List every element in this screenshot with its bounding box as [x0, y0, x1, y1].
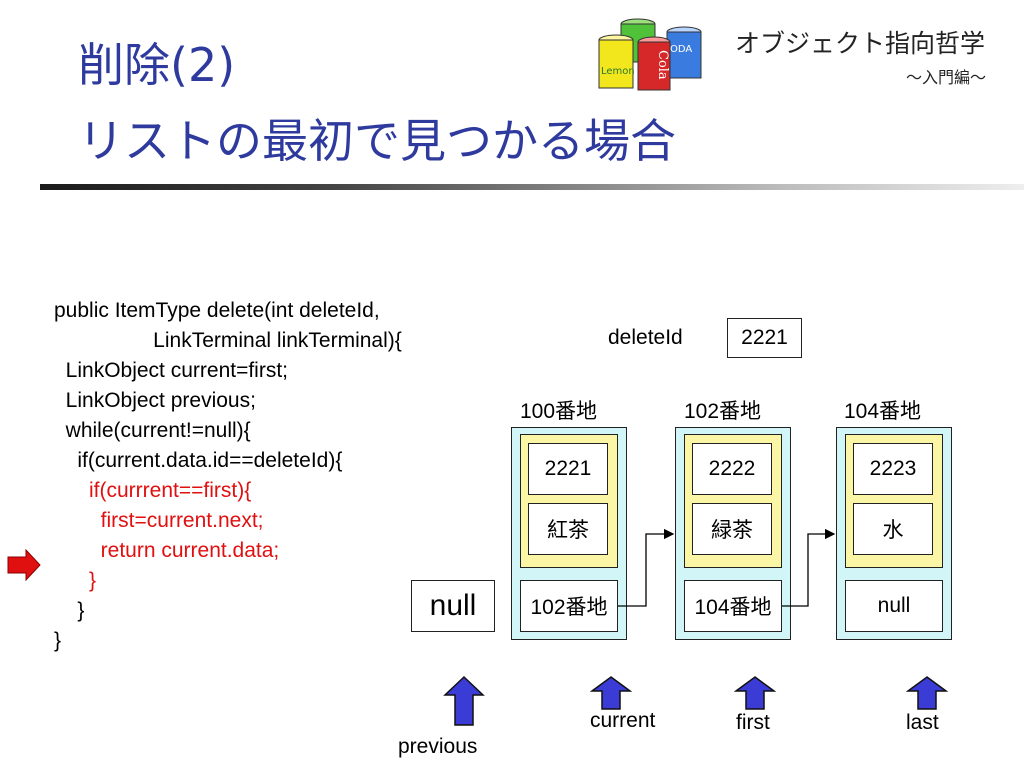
code-line: } [54, 599, 85, 622]
node-2-name: 緑茶 [692, 503, 772, 555]
code-line: } [54, 629, 62, 652]
title-underline [40, 184, 1024, 190]
code-line: first=current.next; [54, 509, 264, 532]
yellow-can-icon: Lemon [598, 34, 635, 89]
previous-pointer-arrow-icon [443, 675, 485, 726]
node-2-id: 2222 [692, 443, 772, 495]
pointer-label-first: first [736, 711, 770, 734]
code-line: if(current.data.id==deleteId){ [54, 449, 343, 472]
current-line-arrow-icon [7, 549, 41, 581]
node-1-name: 紅茶 [528, 503, 608, 555]
previous-null-box: null [411, 580, 495, 632]
code-line: LinkObject current=first; [54, 359, 289, 382]
code-line: LinkTerminal linkTerminal){ [54, 329, 402, 352]
node-address-3: 104番地 [844, 400, 922, 423]
node-address-1: 100番地 [520, 400, 598, 423]
code-line: while(current!=null){ [54, 419, 251, 442]
red-can-icon: Cola [637, 36, 671, 91]
svg-text:Cola: Cola [655, 50, 670, 80]
soda-cans-logo: ODA Lemon Cola [598, 18, 702, 91]
page-title-line2: リストの最初で見つかる場合 [78, 114, 676, 168]
pointer-label-previous: previous [398, 735, 478, 758]
code-line: public ItemType delete(int deleteId, [54, 299, 380, 322]
code-line: LinkObject previous; [54, 389, 256, 412]
svg-text:Lemon: Lemon [601, 66, 635, 77]
pointer-label-last: last [906, 711, 939, 734]
pointer-label-current: current [590, 709, 656, 732]
page-title-line1: 削除(2) [78, 38, 236, 92]
code-line: return current.data; [54, 539, 280, 562]
code-line: } [54, 569, 97, 592]
brand-subtitle: ～入門編～ [906, 68, 987, 87]
node-1-next: 102番地 [520, 580, 618, 632]
code-line: if(currrent==first){ [54, 479, 252, 502]
last-pointer-arrow-icon [906, 676, 948, 710]
current-pointer-arrow-icon [590, 676, 632, 710]
node-3-next: null [845, 580, 943, 632]
first-pointer-arrow-icon [734, 676, 776, 710]
node-address-2: 102番地 [684, 400, 762, 423]
brand-name: オブジェクト指向哲学 [735, 29, 986, 58]
delete-id-label: deleteId [608, 326, 683, 349]
svg-text:ODA: ODA [670, 44, 692, 55]
node-2-next: 104番地 [684, 580, 782, 632]
delete-id-value: 2221 [727, 318, 802, 358]
node-1-id: 2221 [528, 443, 608, 495]
code-listing: public ItemType delete(int deleteId, Lin… [54, 296, 402, 656]
node-3-name: 水 [853, 503, 933, 555]
node-3-id: 2223 [853, 443, 933, 495]
blue-can-icon: ODA [666, 26, 702, 79]
